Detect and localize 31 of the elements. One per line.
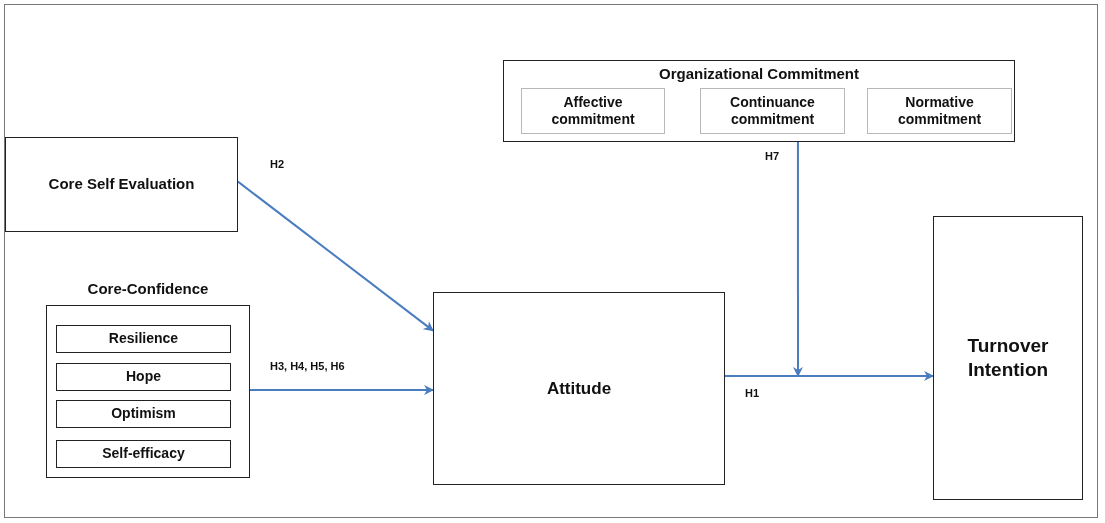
- concept-box: [5, 137, 238, 232]
- edge-label: H1: [745, 387, 760, 399]
- concept-label: Turnover Intention: [966, 334, 1050, 382]
- concept-box: [56, 325, 231, 353]
- concept-label: Resilience: [108, 330, 179, 348]
- edge-label: H3, H4, H5, H6: [270, 360, 345, 372]
- edge-label: H2: [270, 158, 285, 170]
- concept-box: [56, 440, 231, 468]
- group-heading: Core-Confidence: [86, 280, 210, 297]
- arrow: [249, 385, 434, 396]
- concept-label: Affective commitment: [550, 93, 636, 129]
- concept-label: Continuance commitment: [729, 93, 816, 129]
- arrow: [237, 180, 434, 332]
- concept-box: [867, 88, 1012, 134]
- group-heading: Organizational Commitment: [659, 65, 859, 84]
- concept-box: [56, 400, 231, 428]
- concept-box: [933, 216, 1083, 500]
- concept-box: [433, 292, 725, 485]
- concept-box: [700, 88, 845, 134]
- concept-box: [521, 88, 665, 134]
- concept-label: Optimism: [111, 405, 176, 423]
- arrow: [793, 141, 803, 377]
- concept-label: Hope: [126, 368, 161, 386]
- edge-label: H7: [765, 150, 780, 162]
- concept-label: Normative commitment: [896, 93, 983, 129]
- concept-box: [56, 363, 231, 391]
- group-box: [503, 60, 1015, 142]
- concept-label: Self-efficacy: [102, 445, 185, 463]
- concept-label: Attitude: [546, 377, 612, 400]
- concept-label: Core Self Evaluation: [48, 175, 195, 194]
- arrow: [724, 370, 934, 381]
